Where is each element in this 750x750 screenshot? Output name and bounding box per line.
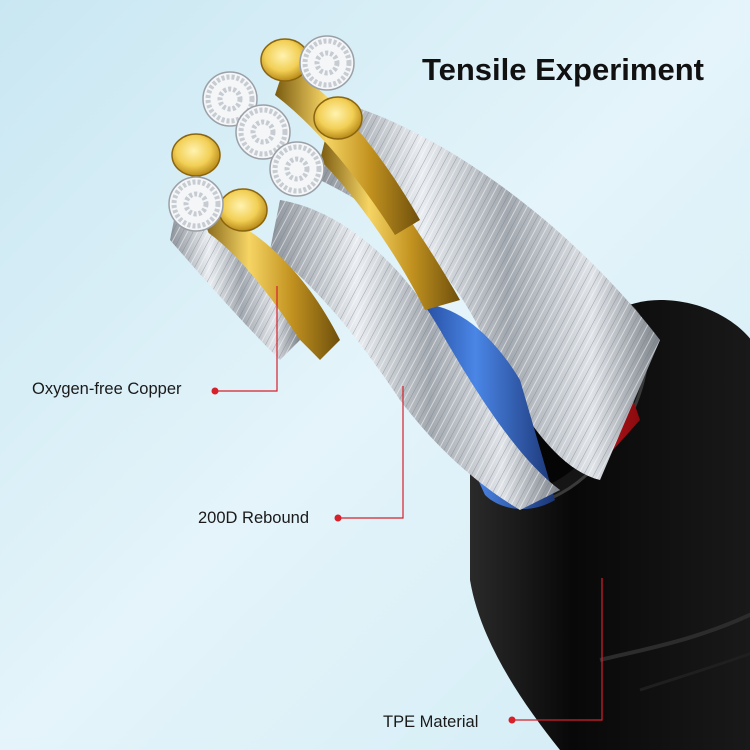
- gold-tip: [313, 96, 363, 140]
- page-title: Tensile Experiment: [422, 52, 704, 87]
- callout-copper-dot: [211, 387, 219, 395]
- callout-rebound-dot: [334, 514, 342, 522]
- gold-tip: [171, 133, 221, 177]
- callout-label-rebound: 200D Rebound: [198, 509, 310, 527]
- callout-copper-line: [215, 286, 278, 392]
- silver-strand-tip: [299, 35, 355, 91]
- silver-strand-tip: [269, 141, 325, 197]
- callout-rebound-line: [338, 386, 404, 519]
- silver-strand-tip: [235, 104, 291, 160]
- callout-label-copper: Oxygen-free Copper: [32, 380, 182, 398]
- copper-conductor-top: [275, 65, 420, 235]
- callout-tpe-line: [512, 578, 603, 721]
- gold-tip: [218, 188, 268, 232]
- copper-conductor-left: [200, 210, 340, 360]
- callout-label-tpe: TPE Material: [383, 713, 479, 731]
- silver-strand-tip: [168, 176, 224, 232]
- callout-tpe-dot: [508, 716, 516, 724]
